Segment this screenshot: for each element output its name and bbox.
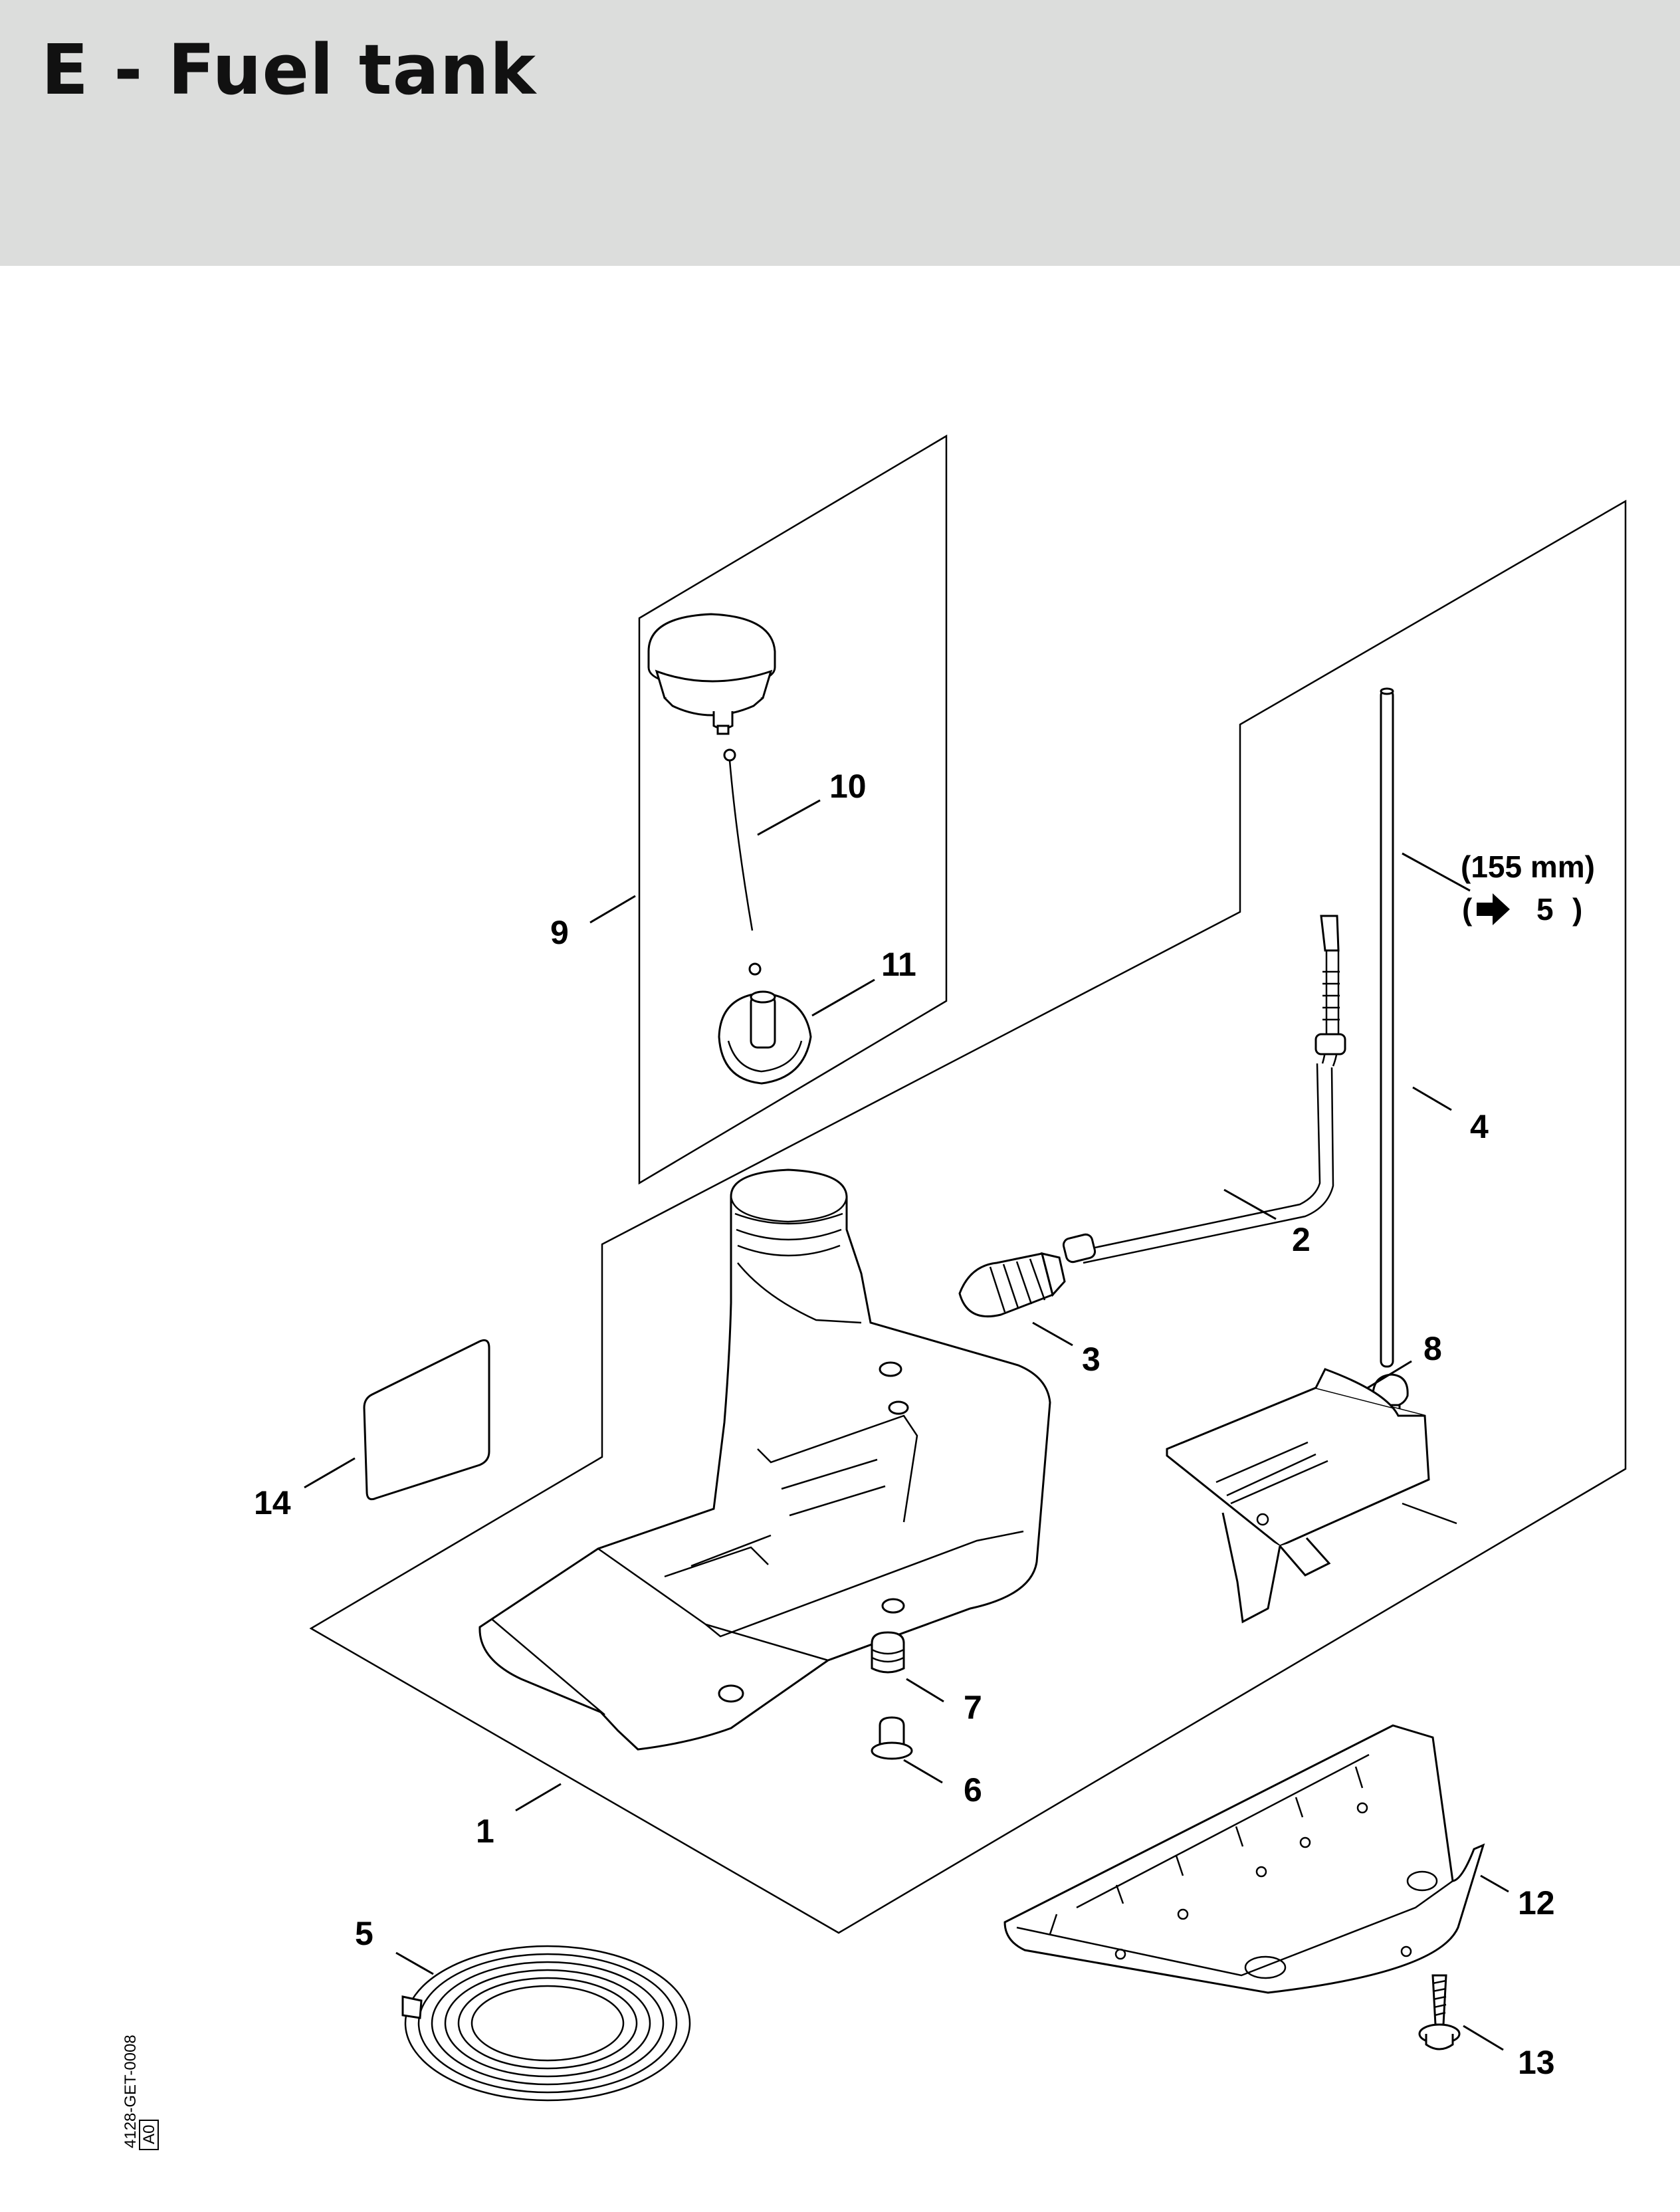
callout-7: 7: [964, 1689, 982, 1726]
leader-8: [1367, 1360, 1412, 1389]
leader-3: [1032, 1321, 1073, 1347]
ref-open-paren: (: [1462, 892, 1473, 927]
page-title: E - Fuel tank: [41, 29, 537, 110]
drawing-box-label: A0: [139, 2120, 159, 2150]
callout-11: 11: [881, 946, 916, 983]
screw-part: [1418, 1974, 1461, 2050]
callout-10: 10: [829, 768, 867, 805]
fuel-line-coil-part: [401, 1945, 691, 2102]
retaining-ring-part: [718, 990, 812, 1085]
label-plate-part: [363, 1339, 490, 1501]
callout-4: 4: [1470, 1108, 1489, 1145]
damper-part: [871, 1716, 913, 1760]
plug-part: [871, 1631, 905, 1674]
callout-14: 14: [254, 1484, 291, 1521]
callout-2: 2: [1292, 1221, 1311, 1258]
page-header: E - Fuel tank: [0, 0, 1680, 266]
leader-4: [1412, 1086, 1452, 1111]
leader-14: [304, 1457, 356, 1489]
callout-13: 13: [1518, 2044, 1555, 2081]
retaining-cord-part: [723, 748, 762, 976]
drawing-box-text: A0: [140, 2125, 158, 2144]
callout-9: 9: [550, 914, 569, 951]
leader-13: [1463, 2025, 1504, 2051]
leader-5: [395, 1951, 434, 1975]
leader-9: [589, 895, 636, 924]
callout-6: 6: [964, 1771, 982, 1809]
fuel-filter-part: [958, 1252, 1066, 1318]
leader-12: [1480, 1874, 1509, 1893]
arrow-right-icon: [1477, 893, 1510, 925]
tube-reference-note: ( 5 ): [1462, 892, 1582, 927]
callout-1: 1: [476, 1813, 494, 1850]
callout-5: 5: [355, 1915, 373, 1952]
ref-close-paren: ): [1572, 892, 1582, 927]
ref-number: 5: [1536, 892, 1554, 927]
callout-3: 3: [1082, 1341, 1101, 1378]
frame-cap-assembly: [638, 434, 948, 1185]
drawing-code-text: 4128-GET-0008: [122, 2035, 140, 2148]
leader-2: [1223, 1188, 1277, 1220]
leader-6: [903, 1759, 943, 1784]
bottom-cover-part: [1003, 1724, 1485, 1994]
carrier-plate-part: [1166, 1368, 1457, 1624]
tank-cap-part: [647, 613, 776, 735]
fuel-tank-part: [478, 1168, 1051, 1751]
leader-7: [906, 1678, 944, 1703]
leader-4-tube: [1402, 852, 1471, 892]
leader-1: [515, 1783, 562, 1812]
frame-tank-assembly: [309, 499, 1627, 1934]
fuel-hose-part: [1062, 915, 1346, 1264]
drawing-code: 4128-GET-0008: [122, 2035, 140, 2148]
callout-8: 8: [1423, 1330, 1442, 1367]
callout-12: 12: [1518, 1884, 1555, 1922]
grommet-part: [1372, 687, 1409, 1424]
tube-length-note: (155 mm): [1461, 849, 1595, 884]
leader-11: [811, 978, 875, 1017]
leader-10: [757, 799, 821, 836]
